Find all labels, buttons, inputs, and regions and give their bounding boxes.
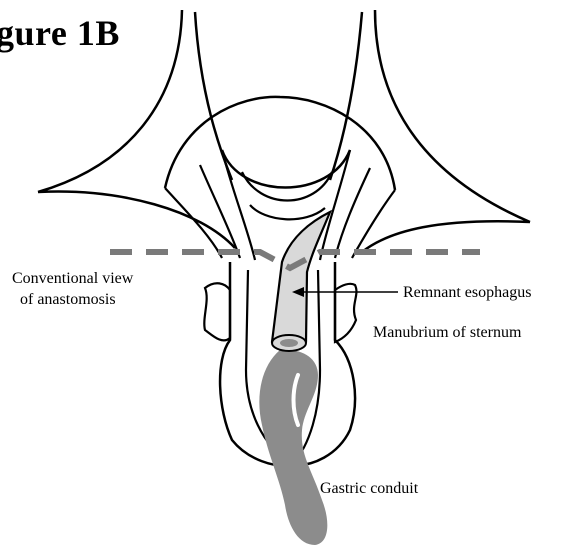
gastric-conduit-label: Gastric conduit	[320, 479, 418, 498]
conventional-view-label-line1: Conventional view	[12, 269, 133, 288]
right-neck-outline	[362, 10, 530, 252]
left-muscle-inner	[200, 165, 240, 258]
right-inner-neck-line	[330, 12, 362, 180]
trachea-dome	[165, 97, 395, 190]
left-inner-neck-line	[195, 12, 232, 180]
remnant-esophagus	[272, 212, 330, 350]
right-muscle-inner	[335, 168, 370, 258]
conventional-view-label-line2: of anastomosis	[20, 290, 116, 309]
tracheal-ring-2	[250, 205, 325, 219]
inner-dome	[222, 150, 350, 188]
manubrium-outline	[204, 283, 230, 340]
remnant-esophagus-label: Remnant esophagus	[403, 283, 531, 302]
right-muscle-outer	[352, 190, 395, 258]
manubrium-label: Manubrium of sternum	[373, 323, 521, 342]
esophagus-lumen	[280, 339, 298, 347]
figure-title: gure 1B	[0, 12, 120, 54]
gastric-conduit	[259, 350, 327, 545]
left-muscle-outer	[165, 188, 222, 258]
